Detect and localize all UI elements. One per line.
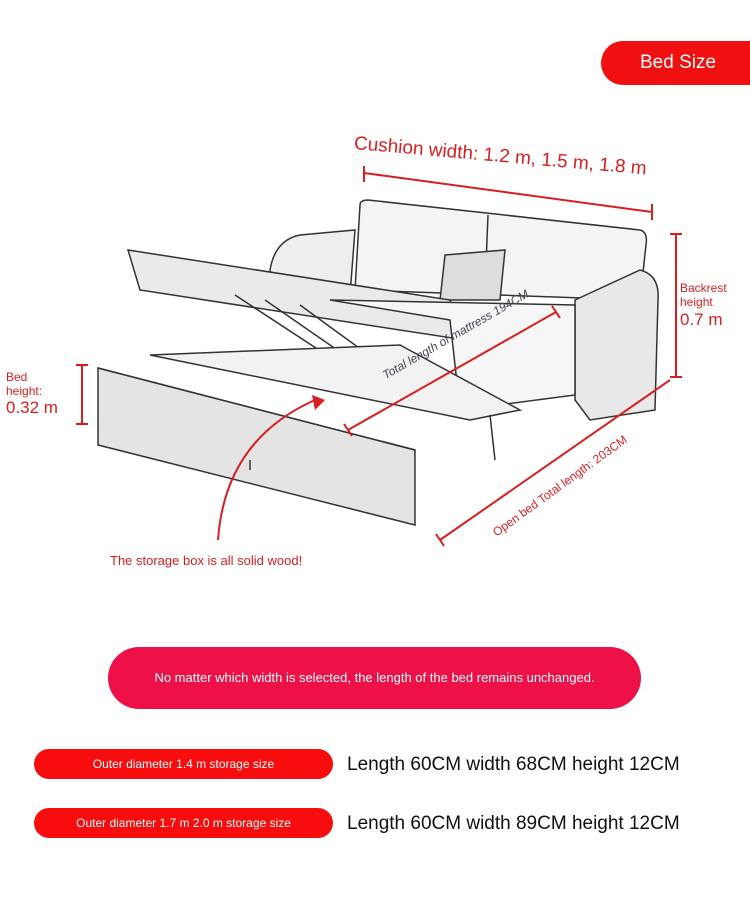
storage-box-note: The storage box is all solid wood! bbox=[110, 553, 303, 568]
bed-size-title-badge: Bed Size bbox=[601, 41, 750, 85]
storage-size-text-2: Length 60CM width 89CM height 12CM bbox=[347, 813, 680, 834]
width-note-banner: No matter which width is selected, the l… bbox=[108, 647, 641, 709]
sofa-bed-sketch bbox=[76, 166, 682, 547]
bed-height-value: 0.32 m bbox=[6, 398, 58, 417]
storage-size-badge-1: Outer diameter 1.4 m storage size bbox=[34, 749, 333, 779]
backrest-height-label: Backrest height bbox=[680, 281, 727, 309]
bed-height-label: Bed height: bbox=[6, 370, 43, 398]
backrest-height-value: 0.7 m bbox=[680, 310, 723, 329]
storage-size-badge-2: Outer diameter 1.7 m 2.0 m storage size bbox=[34, 808, 333, 838]
storage-size-text-1: Length 60CM width 68CM height 12CM bbox=[347, 754, 680, 775]
